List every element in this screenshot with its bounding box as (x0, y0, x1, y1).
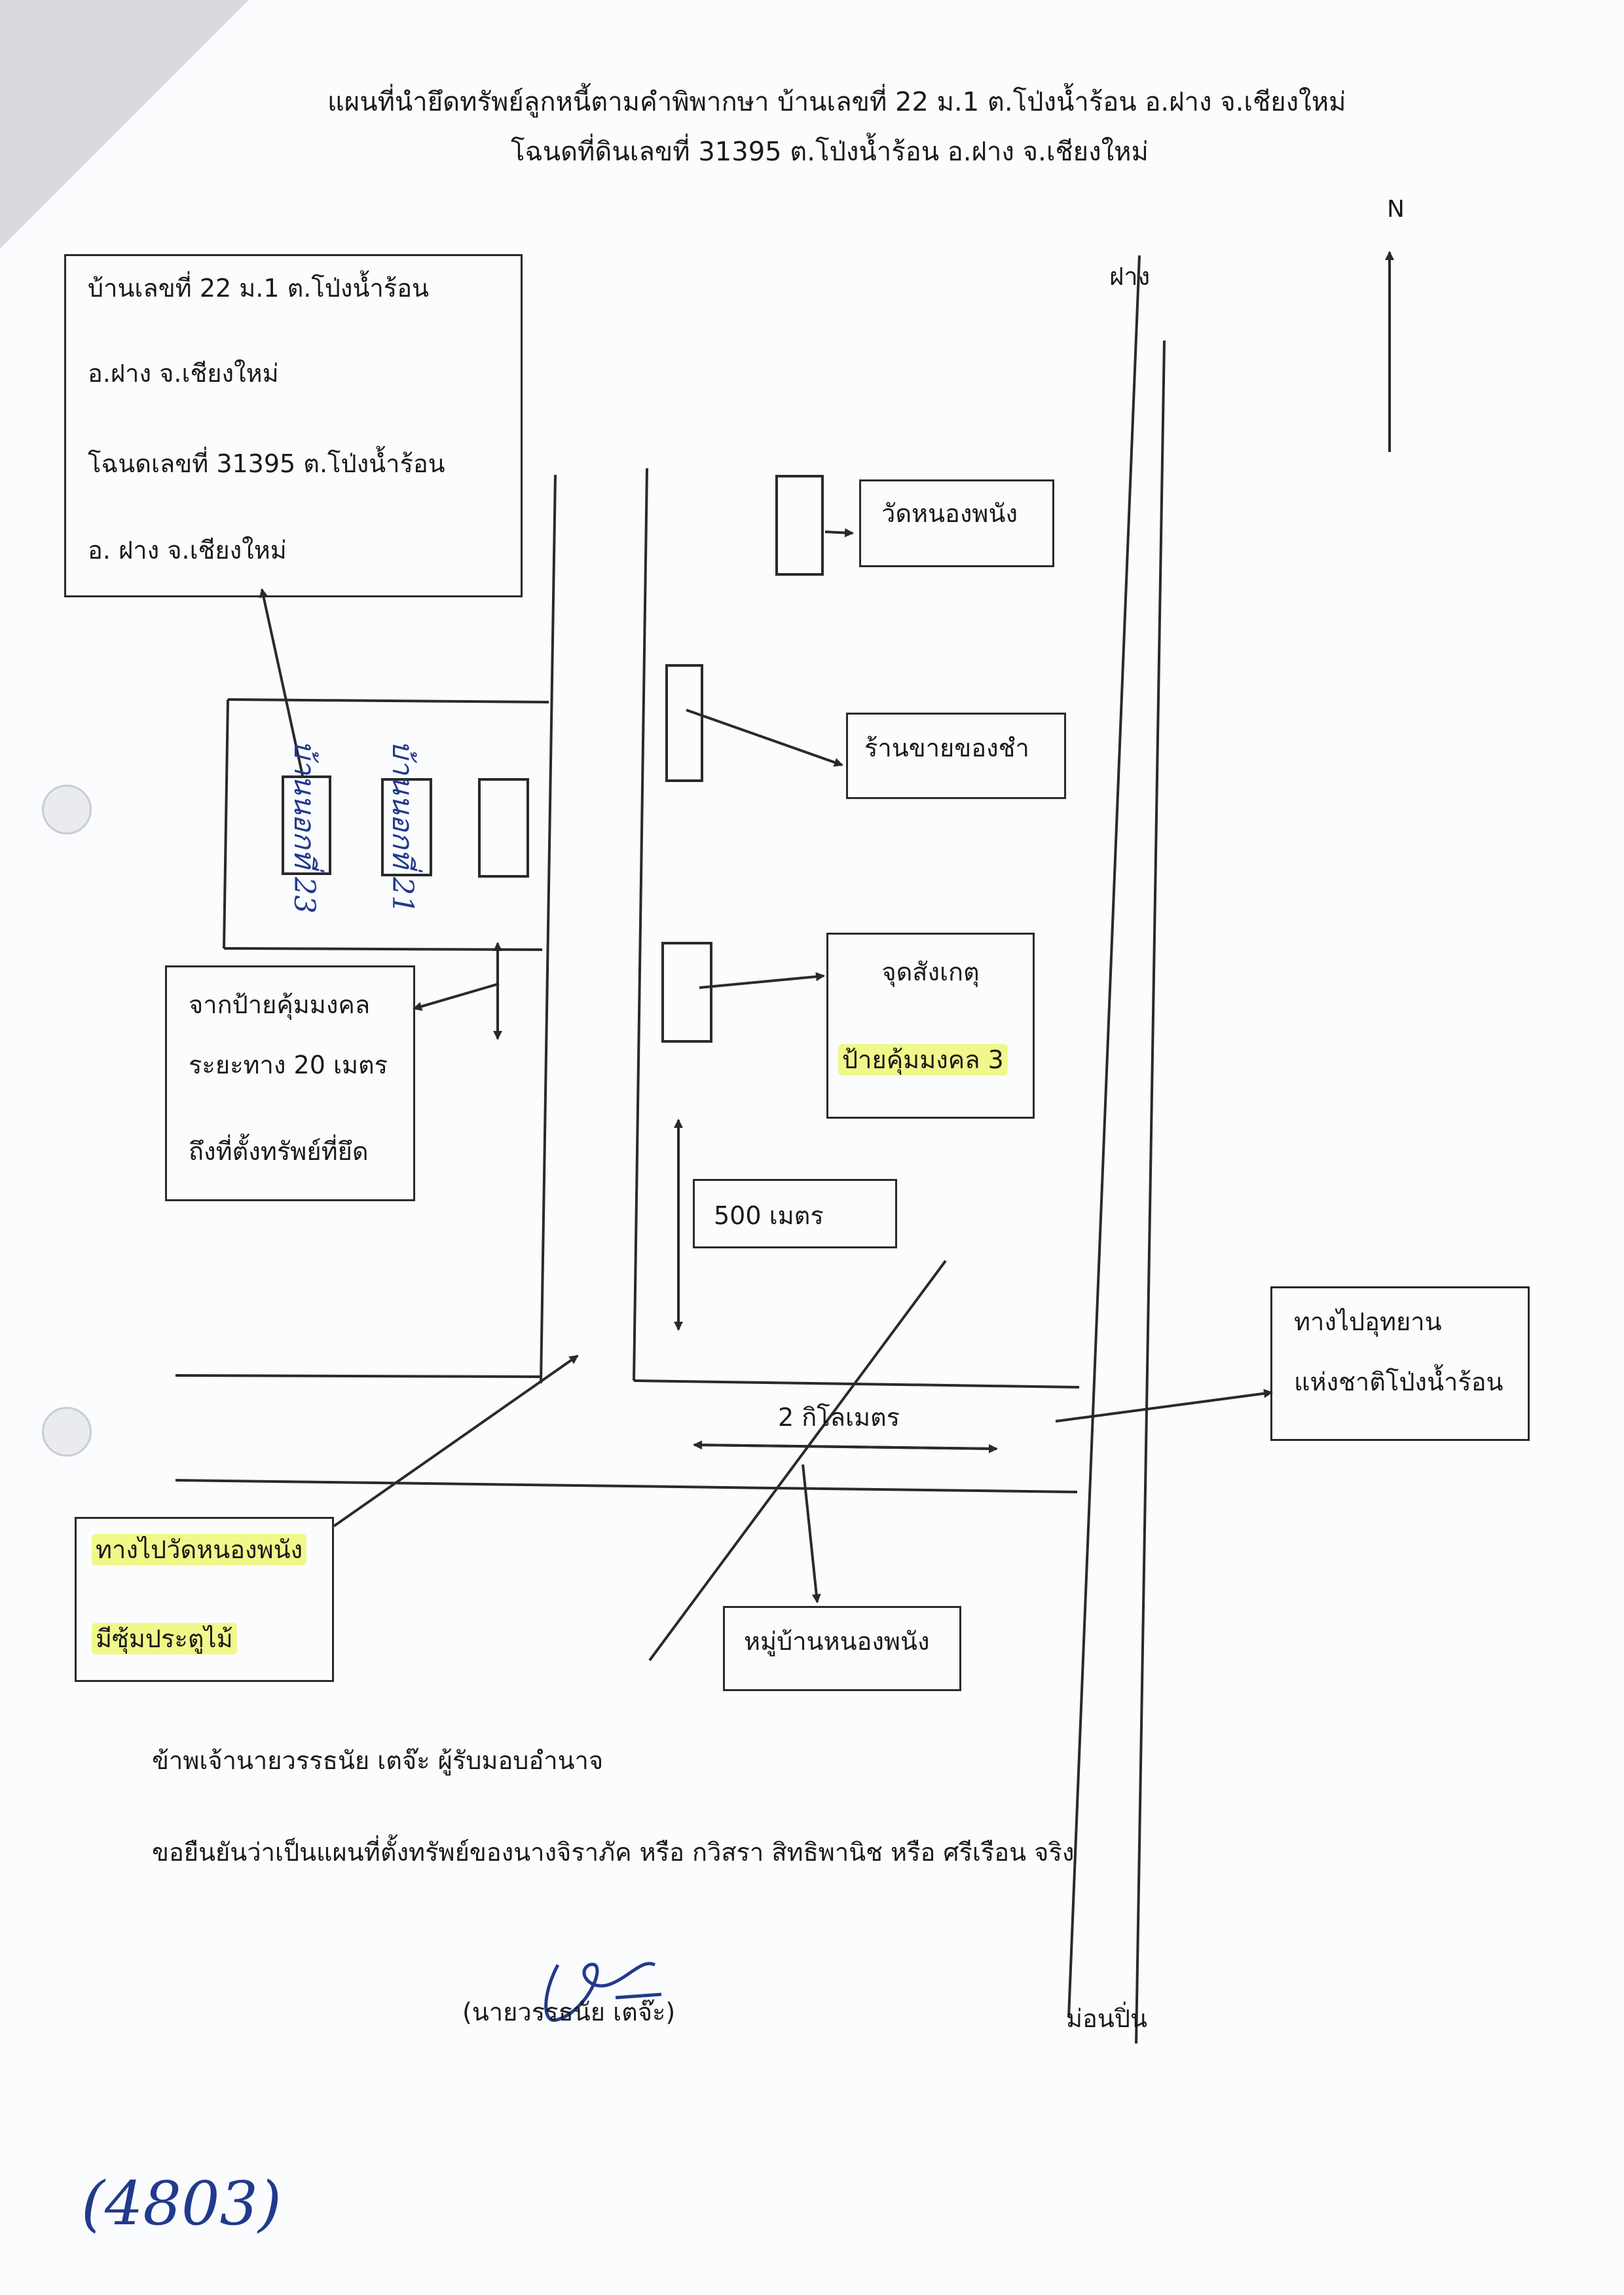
landmark-sign: ป้ายคุ้มมงคล 3 (838, 1044, 1008, 1075)
attestation-line1: ข้าพเจ้านายวรรธนัย เตจ๊ะ ผู้รับมอบอำนาจ (152, 1746, 604, 1775)
distance-2km-label: 2 กิโลเมตร (778, 1403, 900, 1432)
national-park-line2: แห่งชาติโป่งน้ำร้อน (1294, 1368, 1504, 1396)
property-deed-no: โฉนดเลขที่ 31395 ต.โป่งน้ำร้อน (88, 449, 445, 478)
distance-500-box (693, 1179, 897, 1248)
grocery-label: ร้านขายของชำ (864, 734, 1029, 762)
neighbor-23-label: บ้านนอกที่ 23 (287, 740, 321, 914)
case-number: (4803) (81, 2169, 282, 2239)
landmark-label: จุดสังเกตุ (881, 958, 980, 986)
landmark-box (826, 933, 1035, 1119)
to-temple-line2: มีซุ้มประตูไม้ (92, 1623, 237, 1654)
property-district: อ.ฝาง จ.เชียงใหม่ (88, 359, 279, 388)
sign-distance-line3: ถึงที่ตั้งทรัพย์ที่ยึด (189, 1137, 369, 1166)
distance-500-label: 500 เมตร (714, 1201, 824, 1230)
village-label: หมู่บ้านหนองพนัง (744, 1627, 930, 1656)
sign-distance-line2: ระยะทาง 20 เมตร (189, 1051, 388, 1079)
signer-name: (นายวรรธนัย เตจ๊ะ) (462, 1998, 676, 2026)
temple-box (859, 479, 1054, 567)
punch-hole (42, 1407, 92, 1457)
road-label-fang: ฝาง (1109, 262, 1151, 291)
signature (544, 1962, 662, 2022)
national-park-line1: ทางไปอุทยาน (1294, 1307, 1442, 1336)
sign-distance-box (165, 965, 415, 1201)
punch-hole (42, 785, 92, 834)
folded-corner (0, 0, 249, 249)
attestation-line2: ขอยืนยันว่าเป็นแผนที่ตั้งทรัพย์ของนางจิร… (152, 1838, 1075, 1867)
north-label: N (1387, 196, 1405, 223)
property-box (64, 254, 523, 597)
village-box (723, 1606, 961, 1691)
national-park-box (1270, 1286, 1530, 1441)
map-title: แผนที่นำยึดทรัพย์ลูกหนี้ตามคำพิพากษา บ้า… (327, 87, 1346, 117)
road-label-mon-pin: ม่อนปิ่น (1066, 2004, 1147, 2033)
property-province: อ. ฝาง จ.เชียงใหม่ (88, 536, 287, 565)
deed-title: โฉนดที่ดินเลขที่ 31395 ต.โป่งน้ำร้อน อ.ฝ… (511, 137, 1149, 167)
neighbor-21-label: บ้านนอกที่ 21 (386, 740, 419, 914)
to-temple-line1: ทางไปวัดหนองพนัง (92, 1534, 307, 1565)
property-house-no: บ้านเลขที่ 22 ม.1 ต.โป่งน้ำร้อน (88, 274, 429, 303)
grocery-box (846, 713, 1066, 799)
temple-label: วัดหนองพนัง (881, 499, 1018, 528)
to-temple-box (75, 1517, 334, 1682)
sign-distance-line1: จากป้ายคุ้มมงคล (189, 990, 371, 1019)
